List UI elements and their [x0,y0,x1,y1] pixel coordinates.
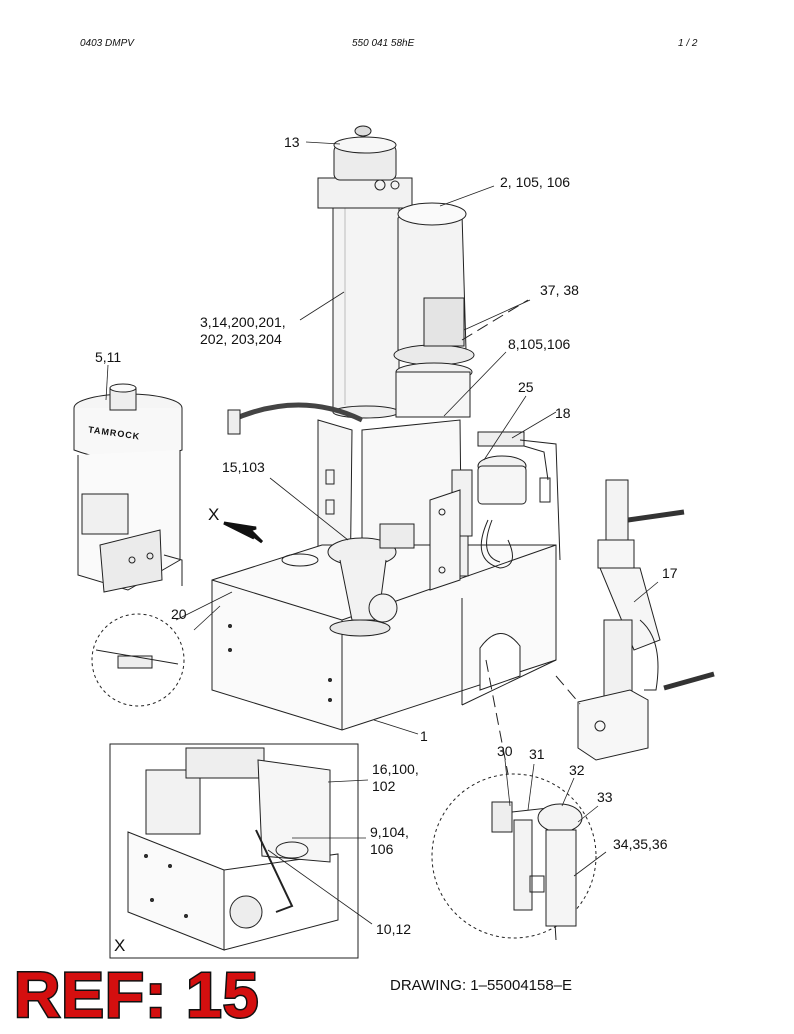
callout-25: 25 [518,379,534,395]
callout-20: 20 [171,606,187,622]
header-doc-code: 0403 DMPV [80,38,134,49]
callout-15-103: 15,103 [222,459,265,475]
reference-stamp: REF: 15 [12,959,260,1031]
base-box [211,537,557,731]
filter-column [317,125,413,419]
hydraulic-motor [393,202,475,418]
callout-5-11: 5,11 [95,349,122,365]
connection-lines [461,299,581,775]
detail-circle-20 [91,613,185,707]
detail-x-label: X [114,936,126,955]
callout-31: 31 [529,746,545,762]
view-x-marker: X [208,505,220,524]
callout-1: 1 [420,728,428,744]
detail-circle-30-36 [431,773,597,941]
view-arrow [223,521,264,544]
callout-10-12: 10,12 [376,921,412,937]
callout-8-105-106: 8,105,106 [508,336,571,352]
callout-37-38: 37, 38 [540,282,579,298]
callout-13: 13 [284,134,300,150]
detail-box-x [109,743,359,959]
callout-2-105-106: 2, 105, 106 [500,174,571,190]
callout-18: 18 [555,405,571,421]
callout-32: 32 [569,762,585,778]
callout-17: 17 [662,565,678,581]
header-page-number: 1 / 2 [678,38,698,49]
y-strainer-assembly [577,479,715,761]
lubricator-tank [73,383,183,593]
valve-assembly [379,431,561,591]
leader-lines [105,141,659,925]
callout-9-104-106: 9,104, 106 [370,824,409,857]
callout-3-14-200: 3,14,200,201, 202, 203,204 [200,314,286,347]
callout-16-100-102: 16,100, 102 [372,761,419,794]
callout-34-35-36: 34,35,36 [613,836,668,852]
callout-33: 33 [597,789,613,805]
drawing-number: DRAWING: 1–55004158–E [390,977,573,994]
header-part-number: 550 041 58hE [352,38,415,49]
callout-30: 30 [497,743,513,759]
